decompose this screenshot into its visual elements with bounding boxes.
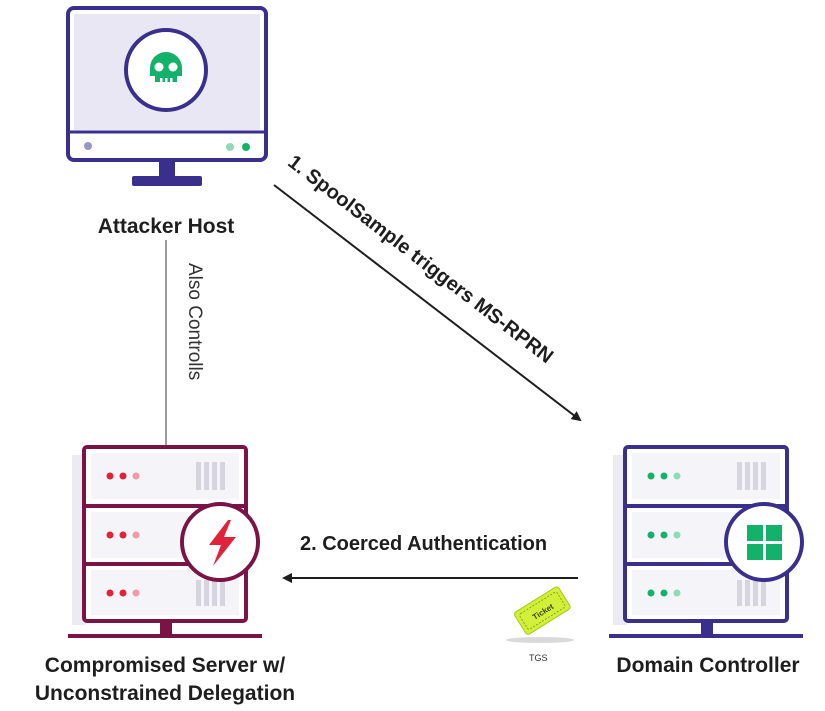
- tgs-label: TGS: [529, 653, 548, 663]
- windows-icon: [747, 525, 782, 560]
- skull-icon: [150, 52, 182, 83]
- spoolsample-arrow: [273, 184, 582, 422]
- domain-controller-server: [609, 445, 804, 638]
- lightning-icon: [209, 520, 236, 566]
- status-led-1: [226, 143, 234, 151]
- attacker-host-monitor: [66, 6, 268, 186]
- status-led-2: [242, 143, 250, 151]
- also-controlls-label: Also Controlls: [184, 263, 205, 381]
- compromised-server: [68, 445, 262, 638]
- attacker-host-label: Attacker Host: [97, 215, 235, 238]
- ticket-icon: Ticket: [506, 586, 574, 643]
- power-led: [84, 142, 92, 150]
- domain-controller-label: Domain Controller: [616, 654, 800, 677]
- compromised-server-label-line2: Unconstrained Delegation: [34, 682, 296, 705]
- coerced-auth-label: 2. Coerced Authentication: [300, 533, 548, 555]
- server-leds: [647, 472, 681, 597]
- server-leds: [106, 472, 140, 597]
- compromised-server-label-line1: Compromised Server w/: [44, 654, 286, 677]
